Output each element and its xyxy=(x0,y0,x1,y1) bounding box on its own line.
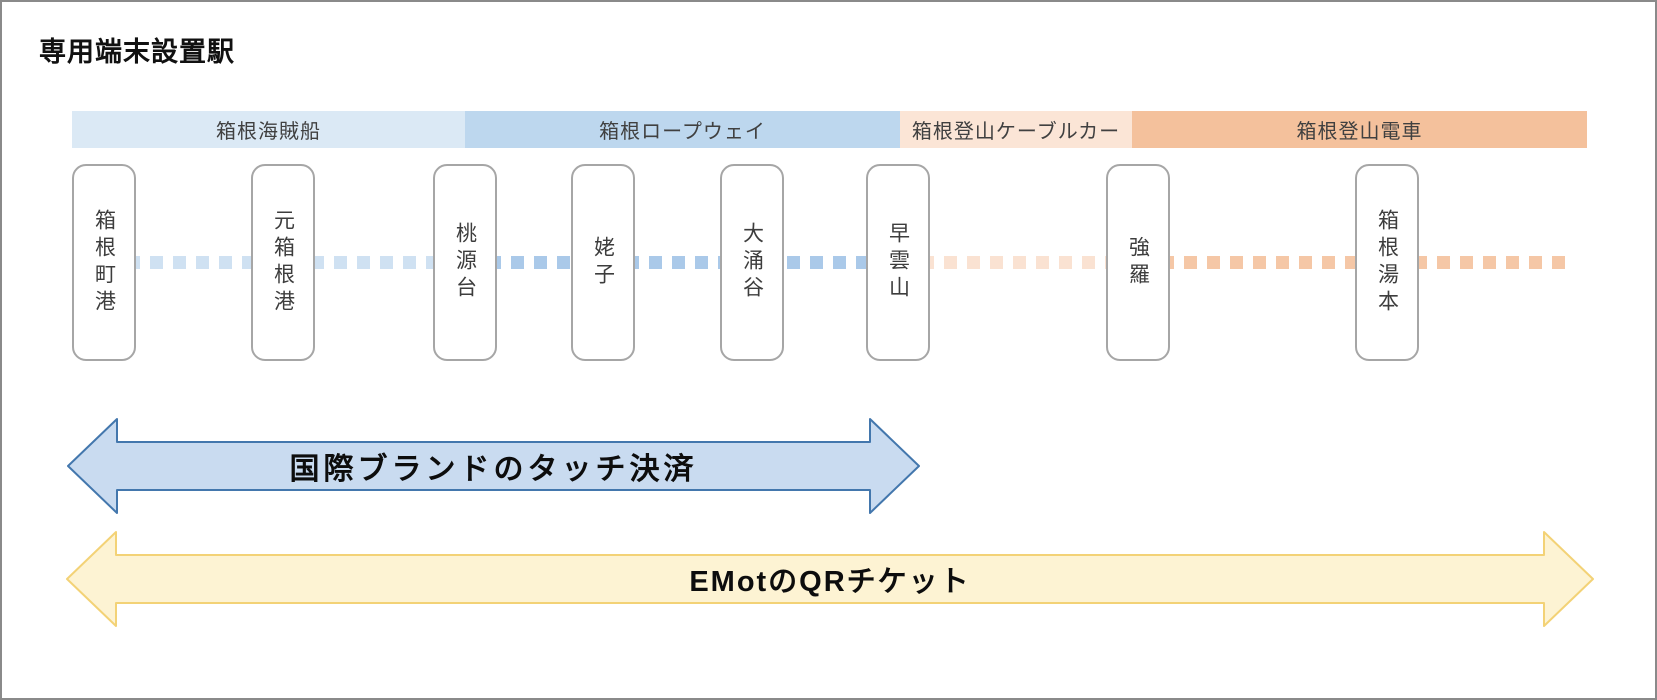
station-label: 箱根町港 xyxy=(92,208,116,317)
station-label: 姥子 xyxy=(591,235,615,290)
double-arrow-icon xyxy=(66,531,1594,627)
station-box-togendai: 桃源台 xyxy=(433,164,497,361)
line-label-hakone-tozan-cablecar: 箱根登山ケーブルカー xyxy=(911,121,1121,143)
line-label-hakone-tozan-train: 箱根登山電車 xyxy=(1296,121,1423,143)
line-label-hakone-sightseeing-cruise: 箱根海賊船 xyxy=(216,121,321,143)
qr-ticket-range-arrow: EMotのQRチケット xyxy=(66,530,1594,628)
page-title: 専用端末設置駅 xyxy=(39,37,235,67)
touch-payment-range-arrow: 国際ブランドのタッチ決済 xyxy=(67,417,920,515)
route-dots-cablecar xyxy=(898,256,1138,269)
station-label: 強羅 xyxy=(1126,235,1150,290)
line-bar-hakone-sightseeing-cruise: 箱根海賊船 xyxy=(72,111,465,148)
station-box-owakudani: 大涌谷 xyxy=(720,164,784,361)
station-label: 早雲山 xyxy=(886,222,910,303)
station-label: 桃源台 xyxy=(453,222,477,303)
touch-payment-label: 国際ブランドのタッチ決済 xyxy=(289,453,698,486)
line-bar-hakone-tozan-cablecar: 箱根登山ケーブルカー xyxy=(900,111,1132,148)
route-dots-ropeway xyxy=(465,256,898,269)
line-bar-hakone-tozan-train: 箱根登山電車 xyxy=(1132,111,1587,148)
station-box-hakone-yumoto: 箱根湯本 xyxy=(1355,164,1419,361)
station-label: 箱根湯本 xyxy=(1375,208,1399,317)
station-label: 大涌谷 xyxy=(740,222,764,303)
line-label-hakone-ropeway: 箱根ロープウェイ xyxy=(599,121,766,143)
station-label: 元箱根港 xyxy=(271,208,295,317)
station-box-ubako: 姥子 xyxy=(571,164,635,361)
station-box-motohakone-ko: 元箱根港 xyxy=(251,164,315,361)
station-box-sounzan: 早雲山 xyxy=(866,164,930,361)
station-box-hakonemachi-ko: 箱根町港 xyxy=(72,164,136,361)
line-bar-hakone-ropeway: 箱根ロープウェイ xyxy=(465,111,900,148)
double-arrow-icon xyxy=(67,418,920,514)
station-box-gora: 強羅 xyxy=(1106,164,1170,361)
qr-ticket-label: EMotのQRチケット xyxy=(689,566,971,598)
